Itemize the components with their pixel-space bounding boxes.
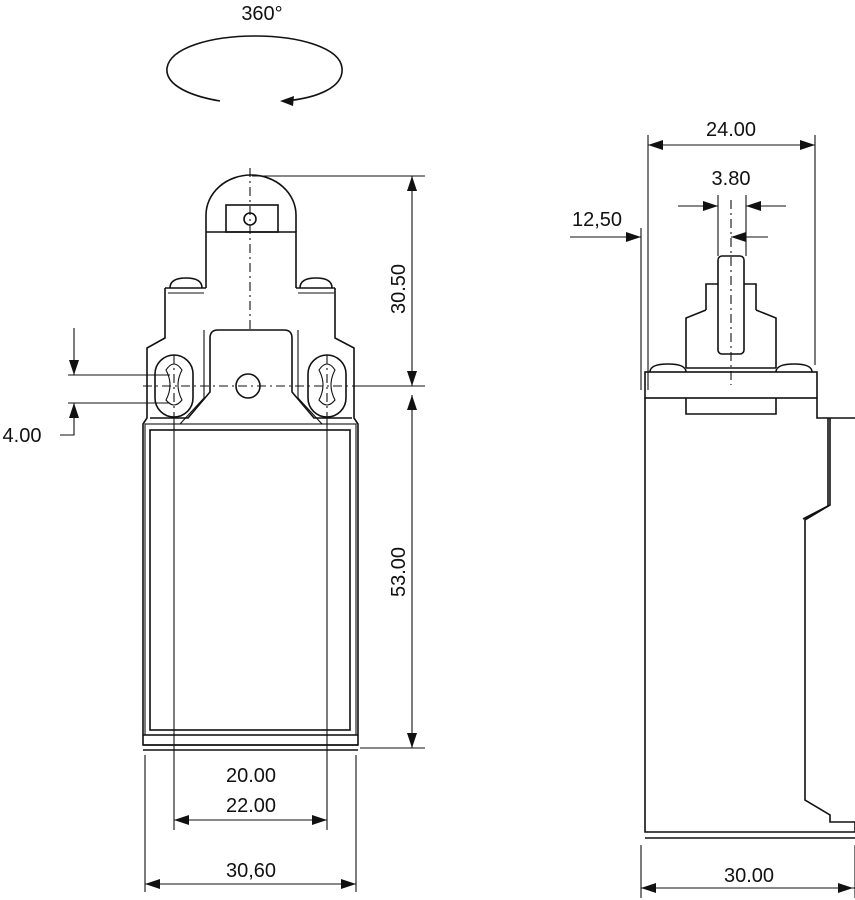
side-body-outline xyxy=(644,398,855,833)
side-view xyxy=(644,200,855,839)
dim-4-00-label: 4.00 xyxy=(3,425,42,447)
plunger-housing xyxy=(205,231,297,288)
dim-30-60-label: 30,60 xyxy=(226,860,276,882)
body-base xyxy=(143,734,358,751)
side-profile xyxy=(802,417,855,823)
side-screw-right-icon xyxy=(775,363,813,373)
rotation-arrowhead xyxy=(280,96,294,106)
rotation-label: 360° xyxy=(241,3,282,25)
roller-block xyxy=(225,204,279,233)
rotation-arrow-arc xyxy=(166,35,343,102)
head-body-outline xyxy=(142,288,359,746)
screw-left-icon xyxy=(169,277,203,289)
side-dimensions: 24.00 3.80 12,50 30.00 xyxy=(570,119,855,898)
dim-20-00-label: 20.00 xyxy=(226,765,276,787)
plunger-side xyxy=(685,309,777,369)
dim-12-50-label: 12,50 xyxy=(572,209,622,231)
dim-3-80-label: 3.80 xyxy=(712,168,751,190)
dim-22-00-label: 22.00 xyxy=(226,795,276,817)
screw-right-icon xyxy=(299,277,333,289)
dim-30-50-label: 30.50 xyxy=(388,264,410,314)
body-inner-frame xyxy=(149,429,351,731)
side-screw-left-icon xyxy=(649,363,687,373)
dim-30-00-label: 30.00 xyxy=(724,865,774,887)
center-notch xyxy=(150,329,352,419)
front-view xyxy=(142,168,410,751)
roller-outline xyxy=(205,174,297,232)
dim-24-00-label: 24.00 xyxy=(706,119,756,141)
front-dimensions: 30.50 53.00 4.00 20.00 22.00 30,60 xyxy=(3,175,425,892)
rotation-indicator: 360° xyxy=(166,3,343,106)
dim-53-00-label: 53.00 xyxy=(388,547,410,597)
